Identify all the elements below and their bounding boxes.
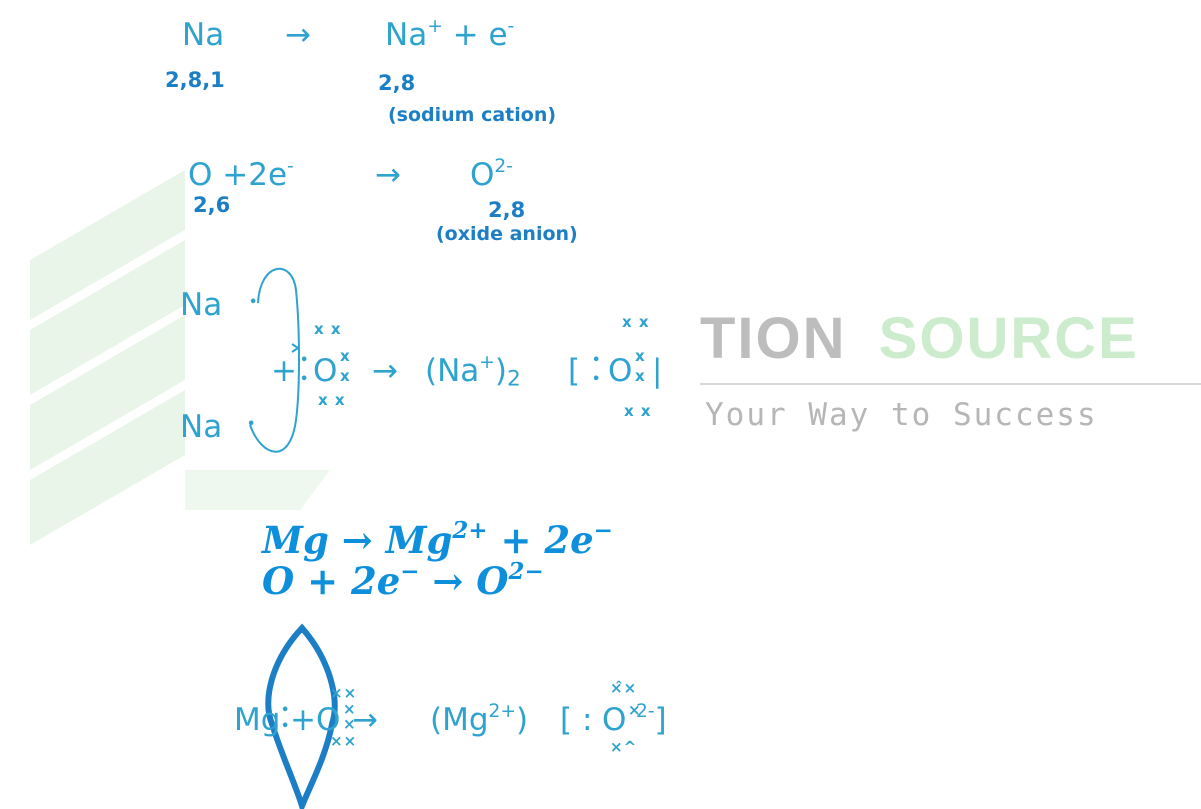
na-product: Na+ + e-: [385, 17, 514, 53]
mg-line2-electron-charge: −: [400, 558, 420, 586]
na2o-cation-charge: +: [479, 351, 495, 373]
mgo-arrow: →: [352, 702, 378, 738]
o-reactant-config: 2,6: [193, 193, 231, 217]
mgo-mg-dot-top: •: [281, 703, 290, 718]
na-arrow: →: [285, 17, 311, 53]
o-arrow: →: [375, 157, 401, 193]
na-electron: + e: [452, 17, 508, 53]
mg-line1-charge: 2+: [452, 517, 488, 545]
na2o-anion-cross-right-top: x: [635, 347, 646, 365]
mgo-bracket-close: ]: [654, 702, 667, 738]
na2o-anion-oxygen: O: [608, 353, 633, 389]
na-reactant-config: 2,8,1: [165, 68, 225, 92]
mg-line2-mid: → O: [419, 559, 509, 603]
o-electron-charge: -: [287, 155, 294, 177]
na2o-bracket-close: |: [652, 353, 663, 389]
mg-line1-lhs: Mg →: [262, 518, 386, 562]
mgo-oxygen-crosses-top: ××: [330, 684, 358, 702]
o-product: O2-: [470, 157, 513, 193]
na-top: Na: [180, 287, 223, 323]
mgo-cation-base: (Mg: [430, 702, 489, 738]
o-product-name: (oxide anion): [436, 223, 578, 245]
mgo-cation: (Mg2+): [430, 702, 529, 738]
na-bottom: Na: [180, 409, 223, 445]
na-reactant: Na: [182, 17, 225, 53]
mg-equation-line1: Mg → Mg2+ + 2e−: [262, 519, 613, 559]
na2o-oxygen-crosses-bottom: x x: [318, 391, 346, 409]
mg-line1-mid: Mg: [385, 518, 453, 562]
na2o-oxygen-dot-bottom: •: [300, 372, 309, 387]
mgo-oxygen-crosses-bottom: ××: [330, 732, 358, 750]
mg-equation-line2: O + 2e− → O2−: [262, 560, 544, 600]
mgo-anion-oxygen: O: [602, 702, 627, 738]
mg-line1-rhs: + 2e: [487, 518, 594, 562]
na2o-anion-cross-right-bottom: x: [635, 367, 646, 385]
na2o-anion-dot-top: •: [592, 353, 601, 368]
watermark-title-light: SOURCE: [878, 306, 1139, 371]
mgo-bracket-open: [ :: [560, 702, 593, 738]
na2o-cation-count: 2: [506, 366, 521, 392]
na2o-anion-dot-bottom: •: [592, 372, 601, 387]
mgo-anion-charge-wrap: 2-]: [636, 702, 667, 738]
na2o-anion-crosses-top: x x: [622, 313, 650, 331]
mg-line2-lhs: O + 2e: [262, 559, 401, 603]
na-product-name: (sodium cation): [388, 104, 557, 126]
o-product-base: O: [470, 157, 495, 193]
na-product-charge: +: [427, 15, 443, 37]
na-bottom-electron-dot: •: [247, 417, 256, 432]
o-reactant: O +2e-: [188, 157, 294, 193]
na2o-anion-crosses-bottom: x x: [624, 402, 652, 420]
na-product-config: 2,8: [378, 71, 416, 95]
mgo-cation-charge: 2+: [488, 700, 516, 722]
mgo-oxygen: O: [316, 702, 341, 738]
na-product-base: Na: [385, 17, 428, 53]
mgo-anion-crosses-right: ×: [628, 701, 642, 719]
mgo-oxygen-crosses-right: ×: [343, 700, 357, 718]
mg-line2-charge: 2−: [508, 558, 544, 586]
na2o-oxygen-cross-right-bottom: x: [340, 367, 351, 385]
mgo-magnesium: Mg: [234, 702, 281, 738]
na2o-oxygen-cross-right-top: x: [340, 347, 351, 365]
na2o-oxygen-dot-top: •: [300, 353, 309, 368]
o-reactant-text: O +2e: [188, 157, 288, 193]
mgo-oxygen-crosses-right-bottom: ×: [343, 715, 357, 733]
na-electron-charge: -: [507, 15, 515, 37]
na2o-arrow: →: [372, 353, 398, 389]
mgo-anion-charge: 2-: [636, 700, 655, 722]
na2o-plus: +: [271, 353, 297, 389]
na2o-cation-close: ): [494, 353, 507, 389]
na2o-cation: (Na+)2: [425, 353, 521, 389]
watermark-divider: [700, 383, 1201, 385]
mgo-plus: +: [290, 702, 316, 738]
mgo-cation-close: ): [515, 702, 529, 738]
o-product-charge: 2-: [494, 155, 513, 177]
mg-line1-electron-charge: −: [593, 517, 613, 545]
na2o-oxygen-crosses-top: x x: [314, 320, 342, 338]
watermark-tagline: Your Way to Success: [705, 397, 1098, 433]
mgo-anion-crosses-bottom: ×^: [610, 738, 638, 756]
na-top-electron-dot: •: [249, 295, 258, 310]
o-product-config: 2,8: [488, 198, 526, 222]
watermark-title-dark: TION: [700, 306, 847, 371]
na2o-oxygen: O: [313, 353, 338, 389]
na2o-bracket-open: [: [568, 353, 581, 389]
watermark-title: TION SOURCE: [700, 310, 1139, 368]
mgo-mg-dot-bottom: •: [281, 719, 290, 734]
na2o-cation-base: (Na: [425, 353, 480, 389]
mgo-anion-crosses-top: ×̂×: [610, 679, 638, 697]
